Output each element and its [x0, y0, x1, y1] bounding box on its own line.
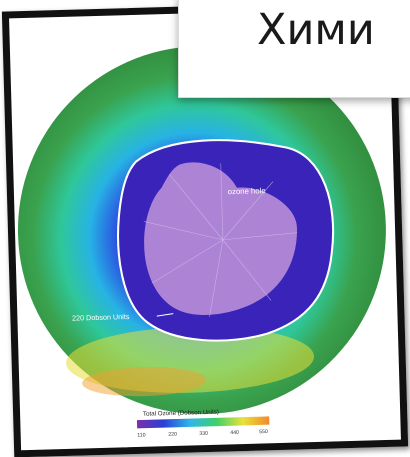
antarctica	[143, 162, 298, 317]
legend-ticks: 110 220 330 440 550	[137, 429, 268, 439]
contour-label-group: 220 Dobson Units	[72, 312, 174, 323]
title-card: Хими	[178, 0, 410, 98]
legend-tick: 220	[168, 432, 177, 438]
ozone-map: ozone hole 220 Dobson Units Total Ozone …	[17, 46, 386, 439]
legend-tick: 440	[230, 430, 239, 436]
legend-title: Total Ozone (Dobson Units)	[143, 409, 219, 418]
ozone-hole-label: ozone hole	[228, 186, 266, 196]
legend: Total Ozone (Dobson Units) 110 220 330 4…	[136, 409, 270, 439]
legend-tick: 110	[137, 432, 146, 438]
slide-title: Хими	[257, 5, 375, 55]
legend-colorbar	[136, 416, 270, 429]
legend-tick: 330	[199, 431, 208, 437]
contour-label: 220 Dobson Units	[72, 312, 130, 323]
legend-tick: 550	[259, 429, 268, 435]
